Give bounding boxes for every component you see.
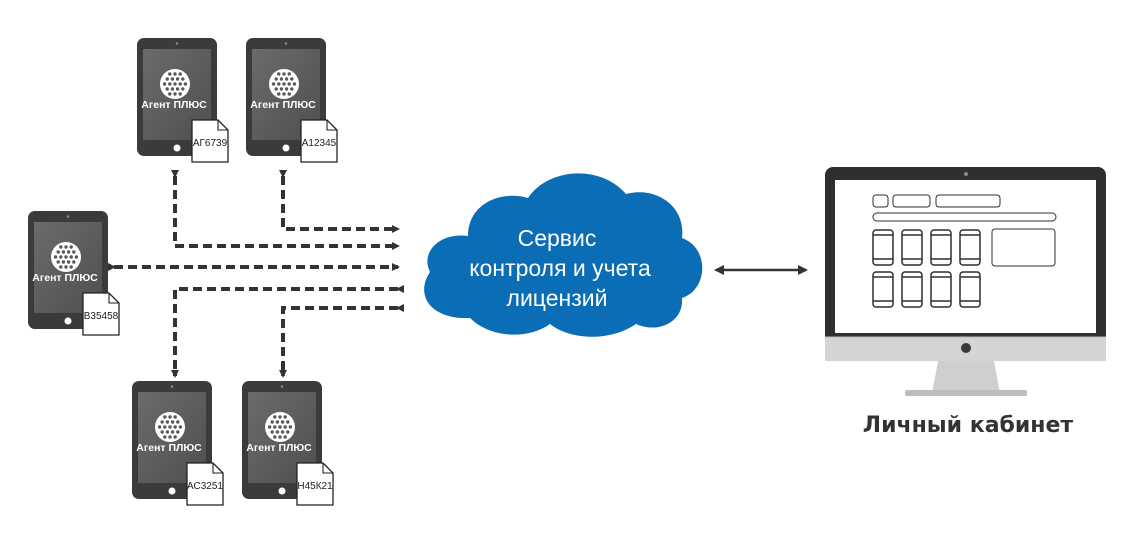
tablet-camera-icon [66,215,70,218]
camera-icon [964,172,968,176]
wireframe-phones [872,229,981,308]
tablet-device: Агент ПЛЮС В35458 [28,211,120,336]
dashboard-wireframe [872,194,1057,267]
connector-device-4 [171,285,404,378]
cloud-title-line-2: контроля и учета [469,255,651,281]
tablet-home-button-icon [278,487,286,495]
app-logo-icon [160,69,190,99]
tablet-home-button-icon [168,487,176,495]
tablet-device: Агент ПЛЮС Н45К21 [242,381,334,506]
tablet-device: Агент ПЛЮС АГ6739 [137,38,229,163]
license-code: АГ6739 [193,138,228,149]
license-code: А12345 [302,138,337,149]
tablet-device: Агент ПЛЮС А12345 [246,38,338,163]
license-document-icon: А12345 [300,119,338,163]
tablet-device: Агент ПЛЮС АС3251 [132,381,224,506]
app-logo-icon [155,412,185,442]
license-code: АС3251 [187,481,223,492]
connectors [108,170,404,378]
connector-device-5 [279,304,404,378]
cloud-title-line-3: лицензий [507,285,608,311]
license-document-icon: АГ6739 [191,119,229,163]
tablet-camera-icon [284,42,288,45]
license-code: Н45К21 [297,481,333,492]
license-document-icon: Н45К21 [296,462,334,506]
license-document-icon: АС3251 [186,462,224,506]
connector-device-2 [279,170,400,233]
app-name: Агент ПЛЮС [141,99,207,111]
monitor-stand [932,361,1000,393]
license-code: В35458 [84,311,119,322]
cabinet-label: Личный кабинет [863,413,1074,438]
connector-device-1 [171,170,400,250]
app-logo-icon [269,69,299,99]
service-cloud: Сервис контроля и учета лицензий [424,173,703,337]
tablet-camera-icon [175,42,179,45]
app-name: Агент ПЛЮС [32,272,98,284]
license-document-icon: В35458 [82,292,120,336]
cloud-title-line-1: Сервис [518,225,597,251]
cloud-shape [424,173,703,337]
monitor [825,167,1106,396]
app-logo-icon [51,242,81,272]
tablet-camera-icon [280,385,284,388]
app-name: Агент ПЛЮС [136,442,202,454]
tablet-home-button-icon [282,144,290,152]
app-name: Агент ПЛЮС [246,442,312,454]
app-logo-icon [265,412,295,442]
tablet-home-button-icon [64,317,72,325]
monitor-base [905,390,1027,396]
tablet-home-button-icon [173,144,181,152]
app-name: Агент ПЛЮС [250,99,316,111]
tablet-camera-icon [170,385,174,388]
power-button-icon [961,343,971,353]
